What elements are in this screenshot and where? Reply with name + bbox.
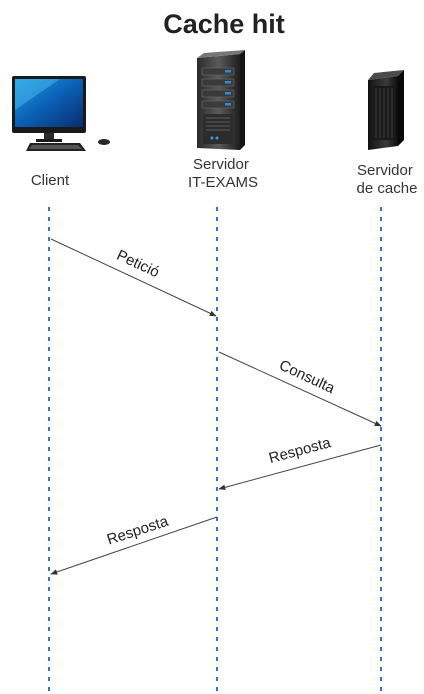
desktop-computer-icon xyxy=(12,76,110,151)
resposta-client-arrow xyxy=(50,516,218,575)
resposta-client-label: Resposta xyxy=(105,513,171,549)
consulta-label: Consulta xyxy=(276,357,337,398)
peticio-label: Petició xyxy=(114,247,162,281)
resposta-cache-label: Resposta xyxy=(267,434,333,467)
diagram-title: Cache hit xyxy=(163,9,285,39)
peticio-arrow xyxy=(50,238,217,317)
consulta-arrow xyxy=(218,351,382,427)
resposta-cache-arrow xyxy=(218,444,382,491)
server-tower-icon xyxy=(197,50,245,150)
cache-server-label: Servidor de cache xyxy=(357,162,418,197)
server-rack-icon xyxy=(368,70,404,150)
server-label: Servidor IT-EXAMS xyxy=(188,156,258,191)
client-label: Client xyxy=(31,172,70,189)
